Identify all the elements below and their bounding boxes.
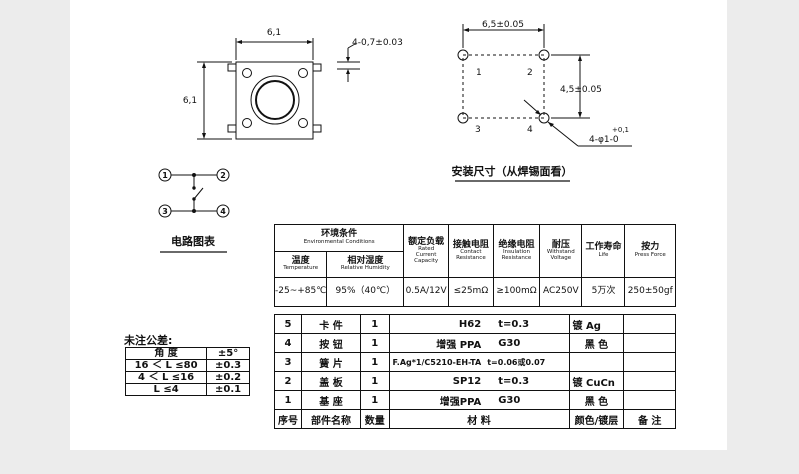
pcb-hole bbox=[457, 112, 469, 124]
pin-label-3: 3 bbox=[475, 125, 481, 135]
corner-hole bbox=[298, 118, 308, 128]
circuit-pin-3: 3 bbox=[162, 207, 168, 216]
button-outer-circle bbox=[250, 75, 300, 125]
circuit-pin-2: 2 bbox=[220, 171, 226, 180]
pin-label-1: 1 bbox=[476, 68, 482, 78]
temperature-value: -25~+85℃ bbox=[273, 277, 328, 307]
pin-tab bbox=[227, 63, 237, 72]
humidity-value: 95%（40℃） bbox=[326, 277, 405, 307]
press-force-value: 250±50gf bbox=[624, 277, 676, 307]
table-row: L ≤4±0.1 bbox=[124, 383, 250, 396]
height-dimension-label: 6,1 bbox=[183, 96, 197, 106]
table-header-row: 序号 部件名称 数量 材 料 颜色/镀层 备 注 bbox=[274, 409, 676, 429]
tolerance-table: 角 度±5° 16 ＜ L ≤80±0.3 4 ＜ L ≤16±0.2 L ≤4… bbox=[124, 347, 250, 396]
rated-load-value: 0.5A/12V bbox=[403, 277, 449, 307]
pitch-x-label: 6,5±0.05 bbox=[482, 20, 524, 30]
pin-tab bbox=[312, 124, 322, 133]
width-dimension-label: 6,1 bbox=[267, 28, 281, 38]
table-header-row: 角 度±5° bbox=[124, 347, 250, 360]
mounting-footprint bbox=[457, 24, 632, 147]
footprint-outline bbox=[462, 54, 545, 119]
pcb-hole bbox=[538, 49, 550, 61]
circuit-pin-4: 4 bbox=[220, 207, 226, 216]
table-row: 2 盖 板 1 SP12 t=0.3 镀 CuCn bbox=[274, 371, 676, 391]
circuit-pin-1: 1 bbox=[162, 171, 168, 180]
hole-size-label: 4-φ1-0 bbox=[589, 135, 619, 145]
life-value: 5万次 bbox=[581, 277, 626, 307]
corner-hole bbox=[242, 118, 252, 128]
button-inner-circle bbox=[255, 80, 295, 120]
pcb-hole bbox=[538, 112, 550, 124]
circuit-diagram bbox=[158, 168, 230, 218]
insulation-resistance-value: ≥100mΩ bbox=[492, 277, 541, 307]
bill-of-materials: 5 卡 件 1 H62 t=0.3 镀 Ag 4 按 钮 1 增强 PPA G3… bbox=[274, 314, 676, 429]
table-row: 5 卡 件 1 H62 t=0.3 镀 Ag bbox=[274, 314, 676, 334]
corner-hole bbox=[242, 68, 252, 78]
pcb-hole bbox=[457, 49, 469, 61]
pin-label-4: 4 bbox=[527, 125, 533, 135]
table-row: 3 簧 片 1 F.Ag*1/C5210-EH-TA t=0.06或0.07 bbox=[274, 352, 676, 372]
corner-hole bbox=[298, 68, 308, 78]
pin-tab bbox=[227, 124, 237, 133]
circuit-title: 电路图表 bbox=[171, 234, 216, 248]
pitch-y-label: 4,5±0.05 bbox=[560, 85, 602, 95]
pin-label-2: 2 bbox=[527, 68, 533, 78]
pin-tab bbox=[312, 63, 322, 72]
hole-tolerance-label: +0,1 bbox=[612, 126, 629, 134]
contact-resistance-value: ≤25mΩ bbox=[447, 277, 494, 307]
tolerance-title: 未注公差: bbox=[124, 334, 173, 347]
withstand-voltage-value: AC250V bbox=[539, 277, 583, 307]
table-row: 4 ＜ L ≤16±0.2 bbox=[124, 371, 250, 384]
switch-body-outline bbox=[235, 61, 314, 140]
footprint-title: 安装尺寸（从焊锡面看） bbox=[452, 164, 573, 178]
table-row: 4 按 钮 1 增强 PPA G30 黑 色 bbox=[274, 333, 676, 353]
pin-dimension-label: 4-0,7±0.03 bbox=[352, 38, 403, 48]
table-row: 1 基 座 1 增强PPA G30 黑 色 bbox=[274, 390, 676, 410]
front-view bbox=[197, 38, 360, 140]
table-row: 16 ＜ L ≤80±0.3 bbox=[124, 359, 250, 372]
